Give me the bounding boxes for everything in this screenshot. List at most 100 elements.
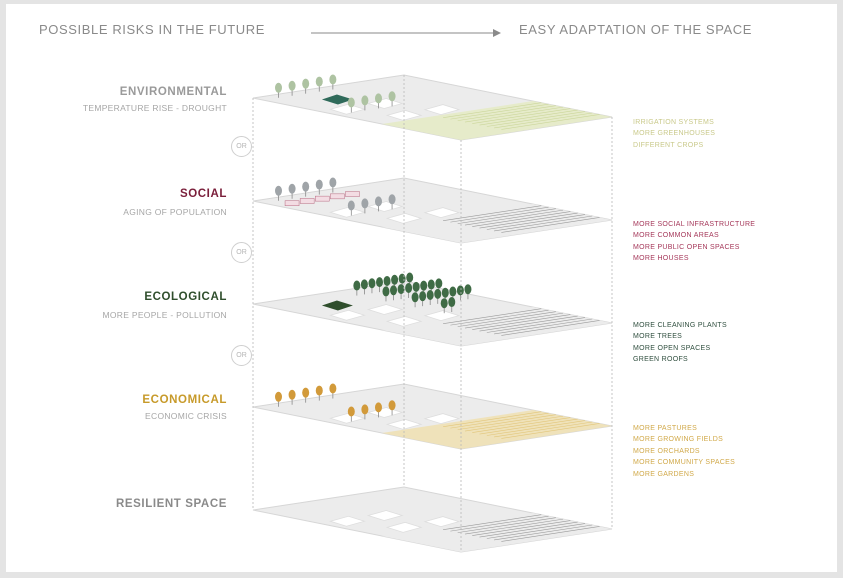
- tree-icon: [275, 82, 282, 93]
- field-stripe: [486, 214, 586, 230]
- tree-icon: [329, 74, 337, 85]
- field-stripe: [443, 102, 542, 118]
- building-block: [329, 206, 366, 218]
- adaptation-item: MORE GARDENS: [633, 470, 695, 478]
- layer-plane-1: [252, 177, 613, 244]
- tree-icon: [361, 95, 369, 106]
- building-block: [366, 510, 404, 521]
- tree-icon: [435, 278, 443, 289]
- tree-icon: [361, 404, 369, 415]
- layer-subtitle-social: AGING OF POPULATION: [123, 207, 227, 217]
- tree-icon: [398, 273, 406, 284]
- accent-block: [321, 300, 353, 311]
- field-stripe: [486, 523, 586, 539]
- field-stripe: [494, 318, 593, 335]
- tree-icon: [411, 292, 419, 303]
- building-block: [423, 516, 461, 528]
- field-stripe: [494, 215, 593, 232]
- accent-block: [321, 94, 353, 105]
- adaptation-item: MORE COMMUNITY SPACES: [633, 459, 736, 467]
- field-stripe: [472, 417, 571, 433]
- layer-title-environmental: ENVIRONMENTAL: [119, 86, 227, 98]
- layer-plane-2: [252, 272, 613, 347]
- layer-plane-4: [252, 486, 613, 553]
- header-right-label: EASY ADAPTATION OF THE SPACE: [519, 22, 753, 37]
- diagram-frame: POSSIBLE RISKS IN THE FUTURE EASY ADAPTA…: [6, 4, 837, 572]
- house-block: [299, 198, 315, 204]
- tree-icon: [449, 286, 457, 297]
- tree-icon: [388, 400, 396, 411]
- field-stripe: [479, 418, 578, 435]
- field-stripe: [450, 412, 549, 429]
- house-block: [284, 200, 300, 206]
- layered-plane-diagram: [252, 29, 613, 553]
- adaptation-list-ecological: MORE CLEANING PLANTS MORE TREES MORE OPE…: [633, 320, 727, 366]
- field-stripe: [443, 308, 542, 324]
- field-stripe: [486, 420, 586, 436]
- tree-icon: [388, 194, 396, 205]
- or-connector: OR: [231, 136, 252, 157]
- tree-icon: [374, 93, 382, 104]
- field-stripe: [443, 514, 542, 530]
- tree-icon: [426, 290, 434, 301]
- field-stripe: [464, 415, 564, 432]
- vertical-guides: [252, 75, 613, 552]
- header-left-label: POSSIBLE RISKS IN THE FUTURE: [39, 22, 266, 37]
- adaptation-item: GREEN ROOFS: [633, 356, 689, 364]
- layer-plane-3: [252, 383, 613, 450]
- field-stripe: [472, 211, 571, 227]
- adaptation-item: MORE HOUSES: [633, 255, 689, 263]
- field-stripe: [457, 414, 556, 430]
- building-block: [366, 304, 404, 315]
- building-block: [329, 309, 366, 321]
- tree-icon: [315, 76, 323, 87]
- adaptation-item: MORE COMMON AREAS: [633, 232, 719, 240]
- tree-icon: [406, 272, 414, 283]
- building-block: [329, 103, 366, 115]
- layer-title-ecological: ECOLOGICAL: [144, 291, 227, 303]
- tree-icon: [427, 279, 435, 290]
- field-stripe: [457, 311, 556, 327]
- adaptation-list-economical: MORE PASTURES MORE GROWING FIELDS MORE O…: [633, 423, 735, 480]
- building-block: [385, 315, 423, 327]
- building-block: [385, 212, 423, 224]
- house-block: [330, 193, 345, 200]
- tree-icon: [390, 285, 398, 296]
- adaptation-item: MORE OPEN SPACES: [633, 344, 711, 352]
- adaptation-item: DIFFERENT CROPS: [633, 141, 704, 149]
- building-block: [423, 104, 461, 116]
- tree-icon: [441, 287, 449, 298]
- adaptation-item: MORE PUBLIC OPEN SPACES: [633, 243, 740, 251]
- field-stripe: [486, 317, 586, 333]
- tree-icon: [374, 196, 382, 207]
- field-stripe: [501, 320, 600, 336]
- adaptation-item: MORE PASTURES: [633, 425, 698, 432]
- field-stripe: [464, 209, 564, 226]
- tree-icon: [288, 389, 296, 400]
- field-stripe: [464, 106, 564, 123]
- tree-icon: [419, 291, 427, 302]
- field-stripe: [479, 109, 578, 126]
- field-stripe: [464, 312, 564, 329]
- layer-plane-0: [252, 74, 613, 141]
- tree-icon: [347, 200, 355, 211]
- adaptation-item: MORE TREES: [633, 333, 683, 341]
- field-stripe: [494, 112, 593, 129]
- tree-icon: [440, 298, 448, 309]
- tree-icon: [302, 181, 310, 192]
- field-stripe: [443, 205, 542, 221]
- building-block: [423, 413, 461, 425]
- field-stripe: [494, 421, 593, 438]
- tree-icon: [420, 280, 428, 291]
- tree-icon: [329, 383, 337, 394]
- tree-icon: [397, 284, 405, 295]
- tree-icon: [315, 385, 323, 396]
- field-stripe: [501, 114, 600, 130]
- adaptation-item: MORE ORCHARDS: [633, 447, 700, 455]
- adaptation-list-environmental: IRRIGATION SYSTEMS MORE GREENHOUSES DIFF…: [633, 117, 715, 151]
- building-block: [329, 515, 366, 527]
- adaptation-item: IRRIGATION SYSTEMS: [633, 119, 715, 126]
- layer-subtitle-economical: ECONOMIC CRISIS: [145, 411, 227, 421]
- tree-icon: [448, 297, 456, 308]
- tree-icon: [347, 97, 355, 108]
